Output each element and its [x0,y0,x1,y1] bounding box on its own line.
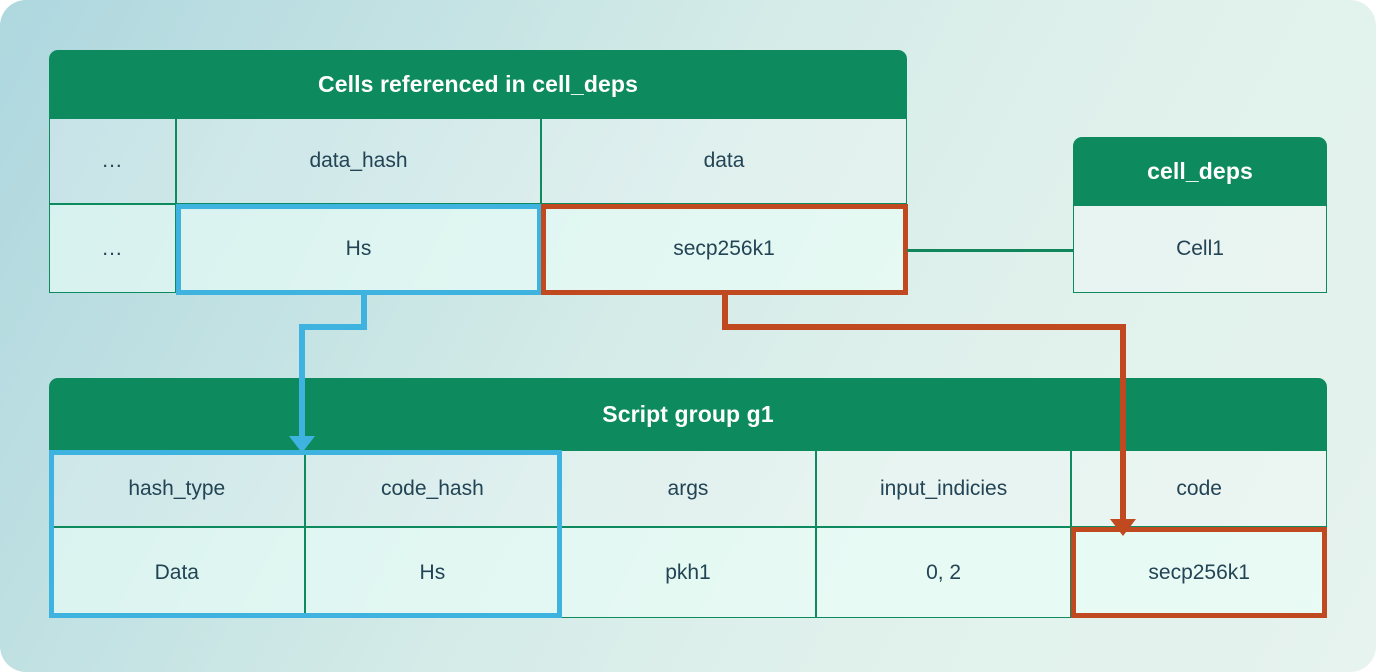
connector-blue-seg-left [299,324,367,330]
script-group-value-code: secp256k1 [1071,527,1327,618]
cells-referenced-table: Cells referenced in cell_deps ... data_h… [49,50,907,293]
script-group-table: Script group g1 hash_type code_hash args… [49,378,1327,618]
cells-col-data-hash-header: data_hash [176,118,541,204]
cell-deps-table-title: cell_deps [1073,137,1327,205]
cells-col-data-header: data [541,118,907,204]
cell-deps-table: cell_deps Cell1 [1073,137,1327,293]
script-group-value-code-hash: Hs [304,527,561,618]
connector-red-seg-down-1 [722,293,728,330]
connector-red-seg-right [722,324,1126,330]
script-group-col-code-hash-header: code_hash [304,450,561,527]
cells-row-data-hash-value: Hs [176,204,541,293]
cells-referenced-table-title: Cells referenced in cell_deps [49,50,907,118]
cells-row-data-value: secp256k1 [541,204,907,293]
connector-data-to-cell-deps [907,249,1074,252]
script-group-col-hash-type-header: hash_type [49,450,305,527]
cells-col-ellipsis-header: ... [49,118,176,204]
script-group-value-input-indicies: 0, 2 [815,527,1072,618]
script-group-col-code-header: code [1071,450,1327,527]
script-group-col-args-header: args [560,450,816,527]
script-group-value-hash-type: Data [49,527,305,618]
connector-blue-seg-down-1 [361,293,367,330]
connector-red-seg-down-2 [1120,324,1126,527]
cells-row-ellipsis-value: ... [49,204,176,293]
connector-red-arrowhead [1110,519,1136,536]
script-group-table-title: Script group g1 [49,378,1327,450]
cell-deps-row-cell1: Cell1 [1073,205,1327,293]
connector-blue-seg-down-2 [299,324,305,442]
connector-blue-arrowhead [289,436,315,453]
script-group-col-input-indicies-header: input_indicies [815,450,1072,527]
script-group-value-args: pkh1 [560,527,816,618]
